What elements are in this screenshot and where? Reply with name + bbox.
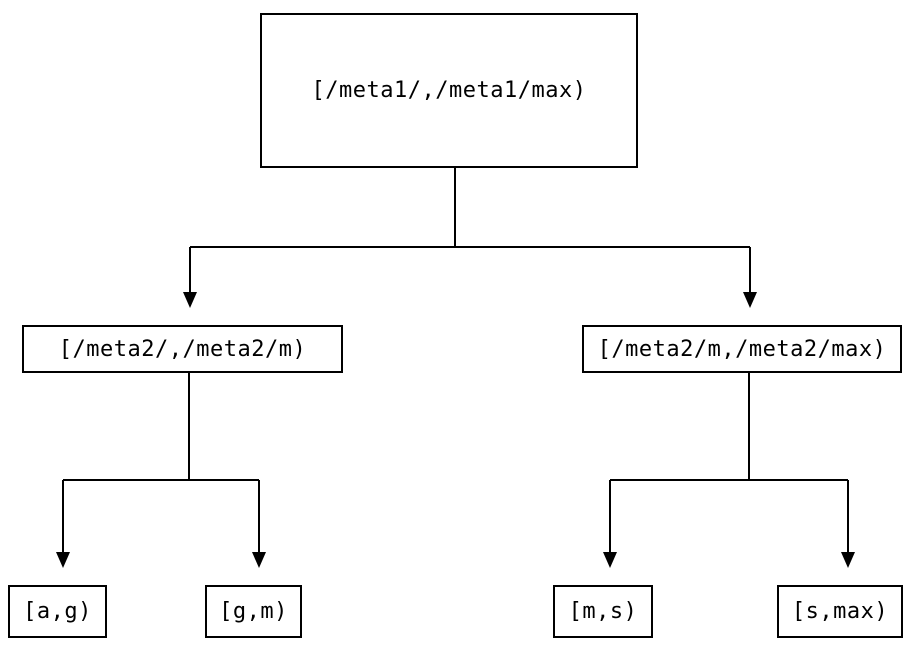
arrowhead-down-icon bbox=[56, 552, 70, 568]
node-leaf-s-max: [s,max) bbox=[777, 585, 903, 638]
edge-meta2upper-to-leaves bbox=[603, 373, 855, 568]
node-leaf-a-g: [a,g) bbox=[8, 585, 107, 638]
edge-root-to-level2 bbox=[183, 168, 757, 308]
node-meta2-lower-range: [/meta2/,/meta2/m) bbox=[22, 325, 343, 373]
arrowhead-down-icon bbox=[252, 552, 266, 568]
node-meta2-upper-range: [/meta2/m,/meta2/max) bbox=[582, 325, 902, 373]
arrowhead-down-icon bbox=[603, 552, 617, 568]
arrowhead-down-icon bbox=[183, 292, 197, 308]
node-leaf-g-m: [g,m) bbox=[205, 585, 302, 638]
arrowhead-down-icon bbox=[743, 292, 757, 308]
node-root-range: [/meta1/,/meta1/max) bbox=[260, 13, 638, 168]
arrowhead-down-icon bbox=[841, 552, 855, 568]
node-leaf-m-s: [m,s) bbox=[553, 585, 653, 638]
edge-meta2lower-to-leaves bbox=[56, 373, 266, 568]
